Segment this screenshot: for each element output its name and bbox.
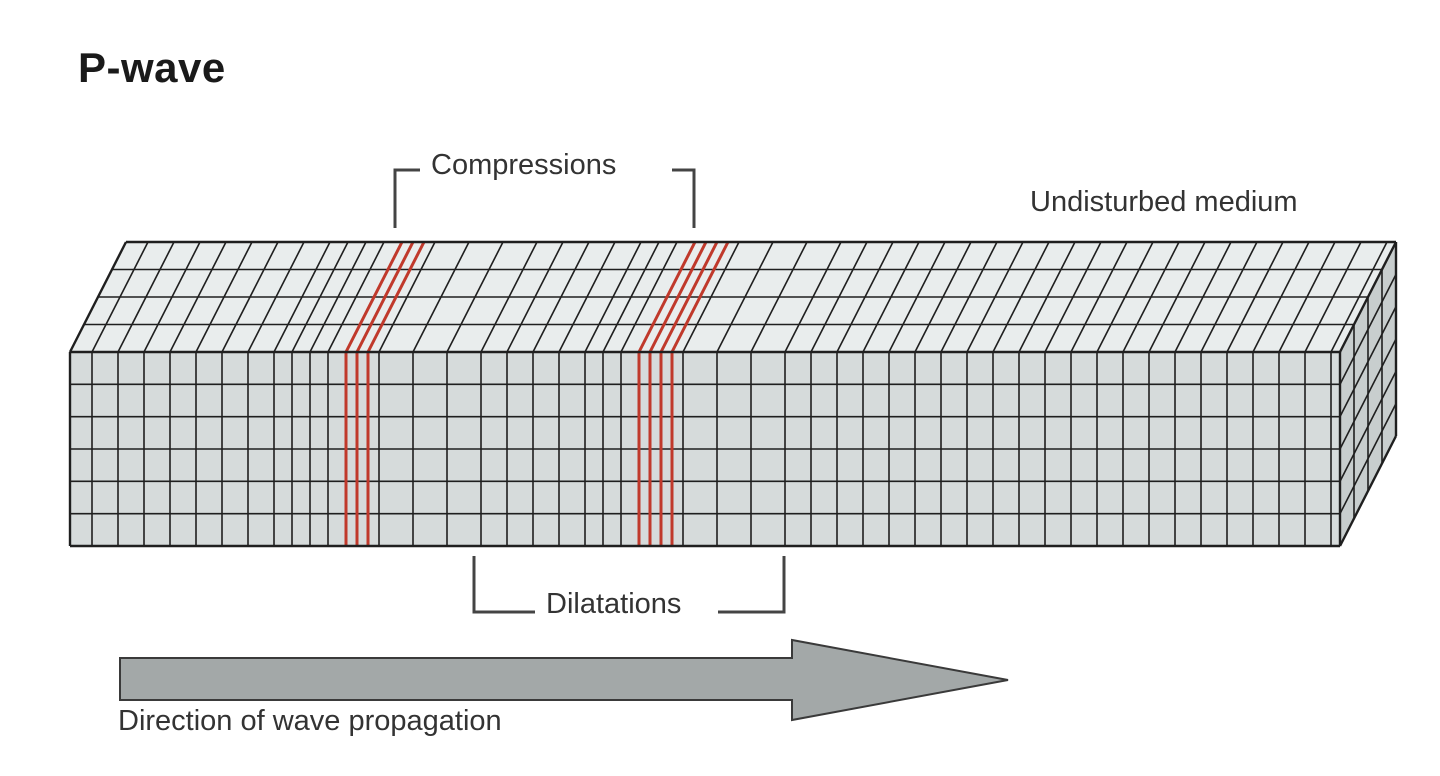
compressions-bracket [393,168,420,228]
page-title: P-wave [78,44,226,91]
compressions-bracket-right [672,168,696,228]
compression-lines [344,241,730,546]
compressions-label: Compressions [425,149,623,182]
dilatations-bracket-right [718,556,786,614]
undisturbed-medium-label: Undisturbed medium [1030,186,1298,219]
block-edge [68,241,128,353]
dilatations-bracket [472,556,535,614]
compression-line [366,241,426,353]
compression-line [659,241,719,353]
compression-line [637,241,697,353]
direction-label: Direction of wave propagation [118,705,502,738]
compression-line [670,241,730,353]
compression-line [648,241,708,353]
grid-lines [70,241,1397,546]
compression-line [344,241,404,353]
block-edge [1338,435,1398,547]
block-outline [68,240,1398,548]
block-edge [1338,241,1398,353]
propagation-arrow [119,638,1009,722]
compression-line [355,241,415,353]
dilatations-label: Dilatations [540,588,688,621]
